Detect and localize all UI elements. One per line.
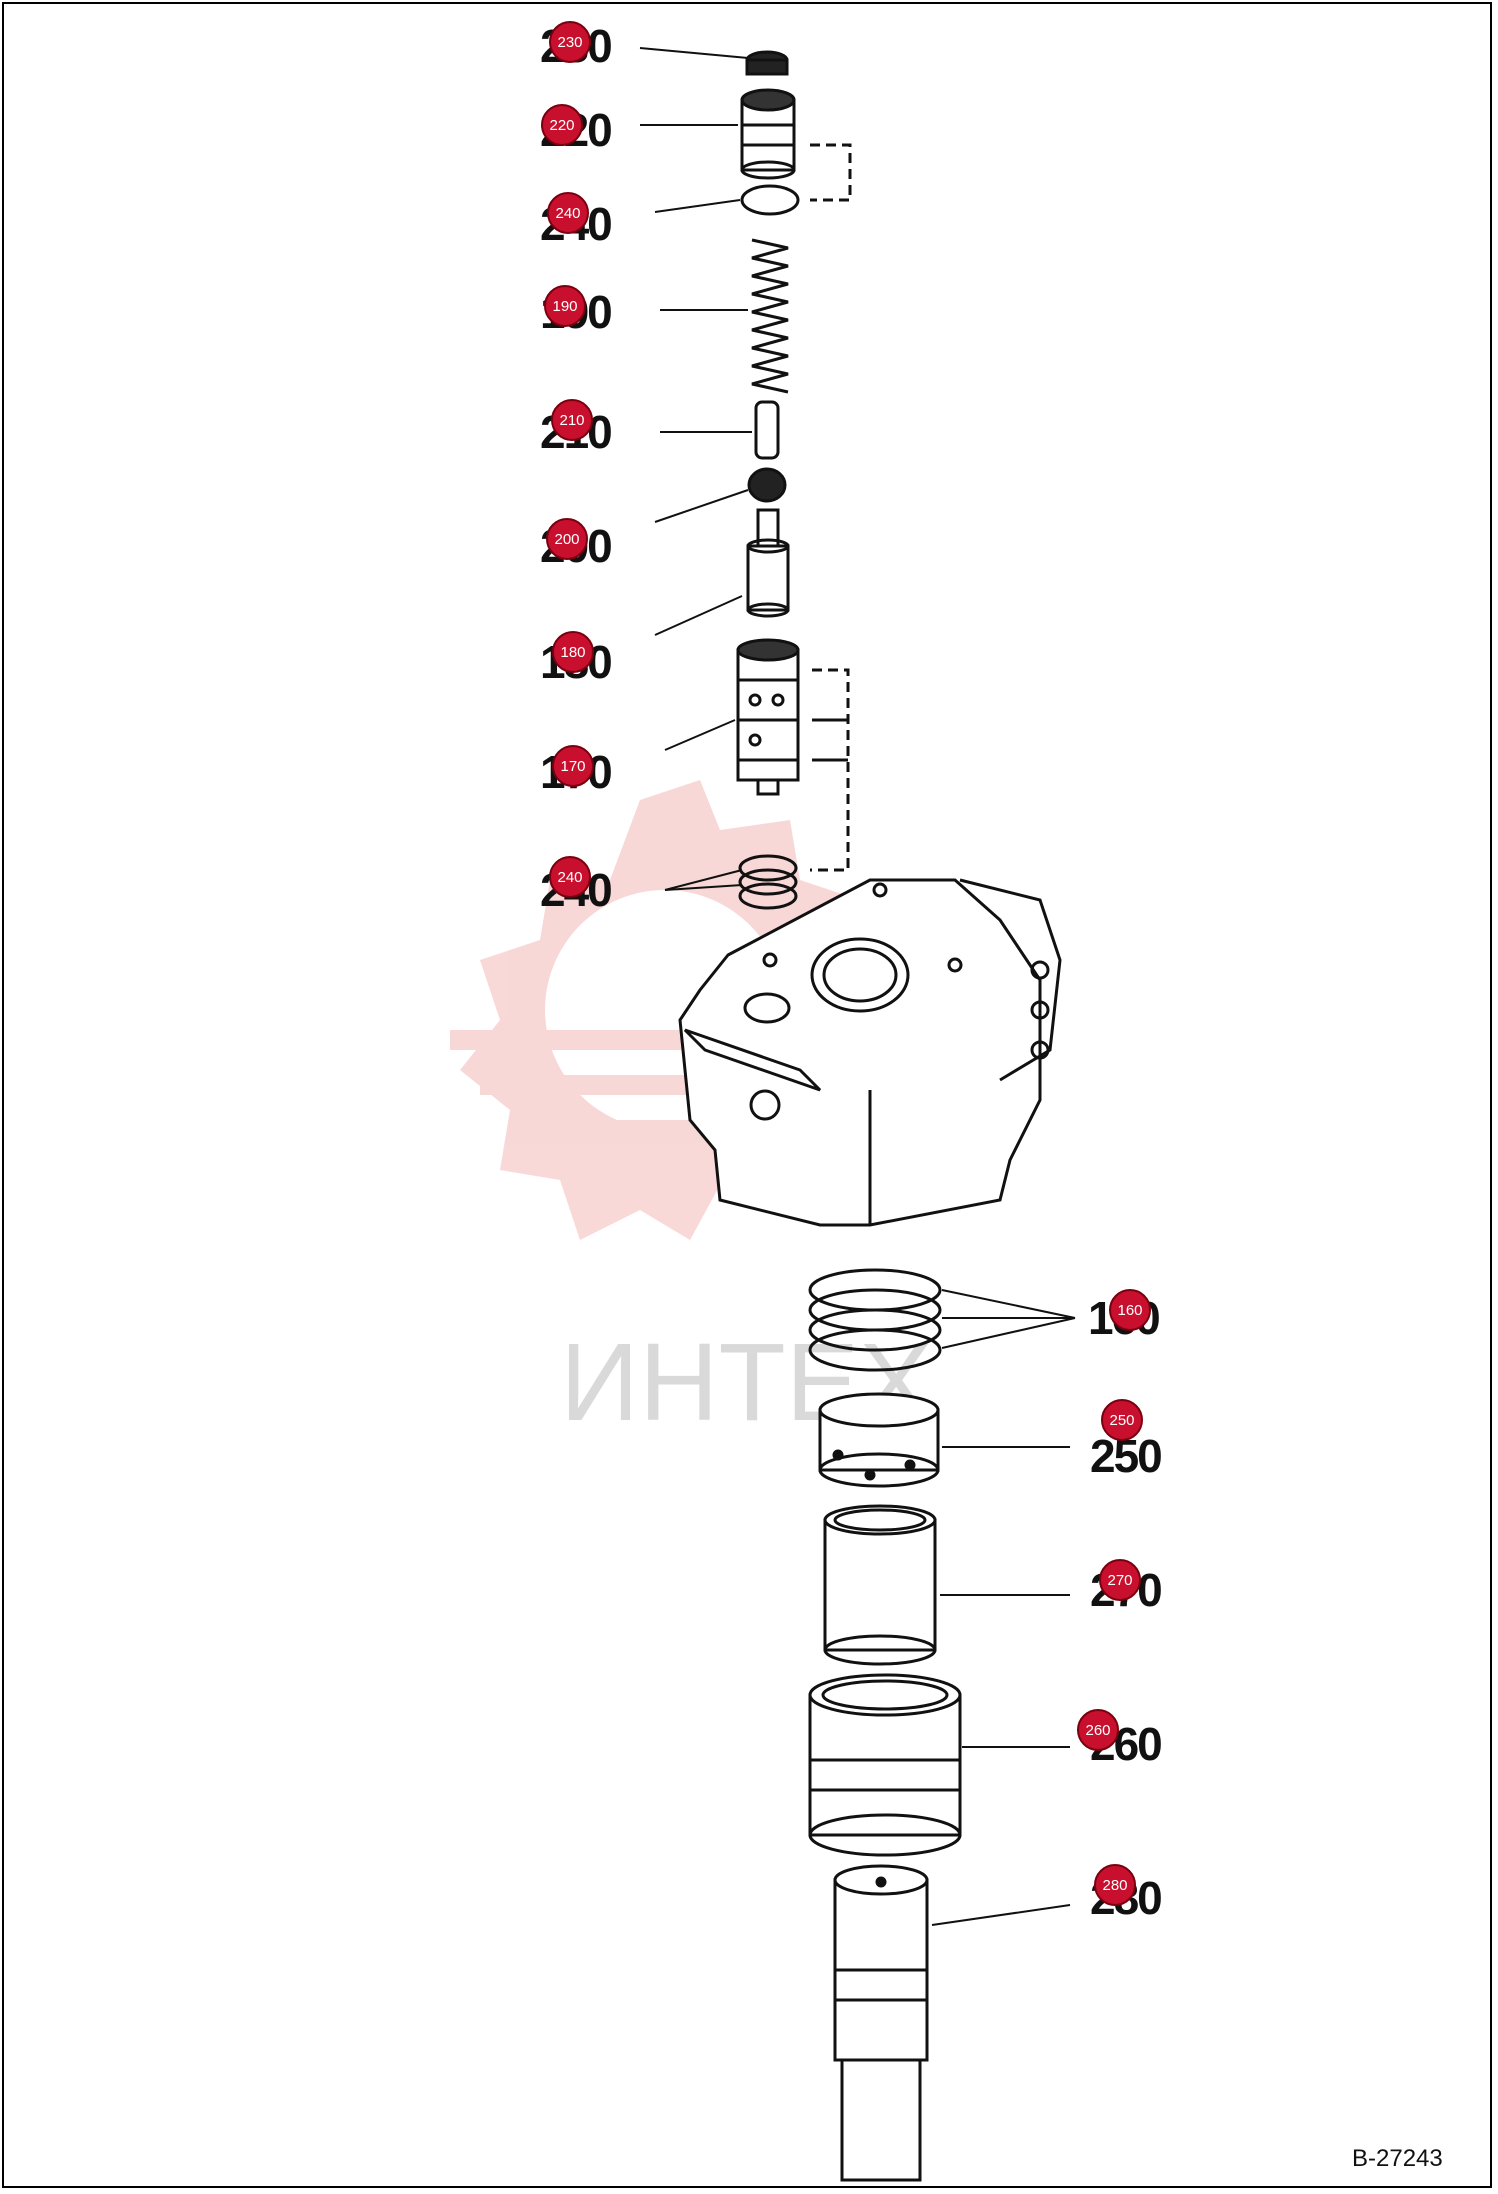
badge-170-text: 170 bbox=[560, 758, 585, 775]
bracket-top bbox=[810, 143, 852, 202]
callout-220[interactable]: 220 220 bbox=[540, 104, 613, 156]
callout-270[interactable]: 270 270 bbox=[1090, 1559, 1163, 1616]
badge-250 bbox=[1101, 1399, 1143, 1441]
part-260-sleeve bbox=[808, 1673, 962, 1857]
badge-240-lower bbox=[549, 856, 591, 898]
valve-housing bbox=[678, 878, 1062, 1227]
part-160-rings bbox=[808, 1268, 942, 1372]
callout-180[interactable]: 180 180 bbox=[540, 631, 613, 688]
badge-280 bbox=[1094, 1864, 1136, 1906]
part-labels: 230 230 220 220 240 240 190 190 210 210 … bbox=[540, 20, 1163, 1924]
badge-280-text: 280 bbox=[1102, 1877, 1127, 1894]
part-270-cylinder bbox=[823, 1504, 937, 1666]
badge-180-text: 180 bbox=[560, 644, 585, 661]
badge-160 bbox=[1109, 1289, 1151, 1331]
callout-250[interactable]: 250 250 bbox=[1090, 1399, 1163, 1482]
callout-280[interactable]: 280 280 bbox=[1090, 1864, 1163, 1924]
badge-240-top bbox=[547, 192, 589, 234]
part-200-poppet bbox=[746, 467, 790, 618]
callout-230[interactable]: 230 230 bbox=[540, 20, 613, 72]
badge-220 bbox=[541, 104, 583, 146]
badge-220-text: 220 bbox=[549, 117, 574, 134]
part-210-pin bbox=[754, 400, 780, 460]
badge-170 bbox=[552, 745, 594, 787]
badge-190 bbox=[544, 285, 586, 327]
badge-270-text: 270 bbox=[1107, 1572, 1132, 1589]
badge-200-text: 200 bbox=[554, 531, 579, 548]
part-220-shape bbox=[740, 88, 796, 180]
part-240-oring-top bbox=[740, 184, 800, 216]
badge-240-top-text: 240 bbox=[555, 205, 580, 222]
badge-210 bbox=[551, 399, 593, 441]
part-190-spring bbox=[751, 238, 789, 394]
badge-210-text: 210 bbox=[559, 412, 584, 429]
callout-200[interactable]: 200 200 bbox=[540, 518, 613, 572]
part-240-rings-lower bbox=[738, 854, 798, 910]
callout-190[interactable]: 190 190 bbox=[540, 285, 613, 338]
part-230-shape bbox=[745, 50, 789, 76]
bracket-mid bbox=[810, 668, 850, 872]
badge-160-text: 160 bbox=[1117, 1302, 1142, 1319]
badge-180 bbox=[552, 631, 594, 673]
badge-250-text: 250 bbox=[1109, 1412, 1134, 1429]
callout-170[interactable]: 170 170 bbox=[540, 745, 613, 798]
part-250-collar bbox=[818, 1392, 940, 1488]
badge-260-text: 260 bbox=[1085, 1722, 1110, 1739]
callout-240-lower[interactable]: 240 240 bbox=[540, 856, 613, 916]
badge-230-text: 230 bbox=[557, 34, 582, 51]
callout-210[interactable]: 210 210 bbox=[540, 399, 613, 458]
callout-160[interactable]: 160 160 bbox=[1088, 1289, 1161, 1344]
part-280-spool bbox=[833, 1864, 929, 2182]
badge-190-text: 190 bbox=[552, 298, 577, 315]
badge-240-lower-text: 240 bbox=[557, 869, 582, 886]
leader-lines bbox=[639, 47, 1076, 1926]
badge-260 bbox=[1077, 1709, 1119, 1751]
callout-240-top[interactable]: 240 240 bbox=[540, 192, 613, 250]
badge-200 bbox=[546, 518, 588, 560]
badge-270 bbox=[1099, 1559, 1141, 1601]
exploded-assembly bbox=[678, 50, 1062, 2182]
badge-230 bbox=[549, 21, 591, 63]
callout-260[interactable]: 260 260 bbox=[1077, 1709, 1163, 1770]
drawing-code: B-27243 bbox=[1352, 2145, 1443, 2172]
part-180-sleeve bbox=[736, 638, 800, 796]
